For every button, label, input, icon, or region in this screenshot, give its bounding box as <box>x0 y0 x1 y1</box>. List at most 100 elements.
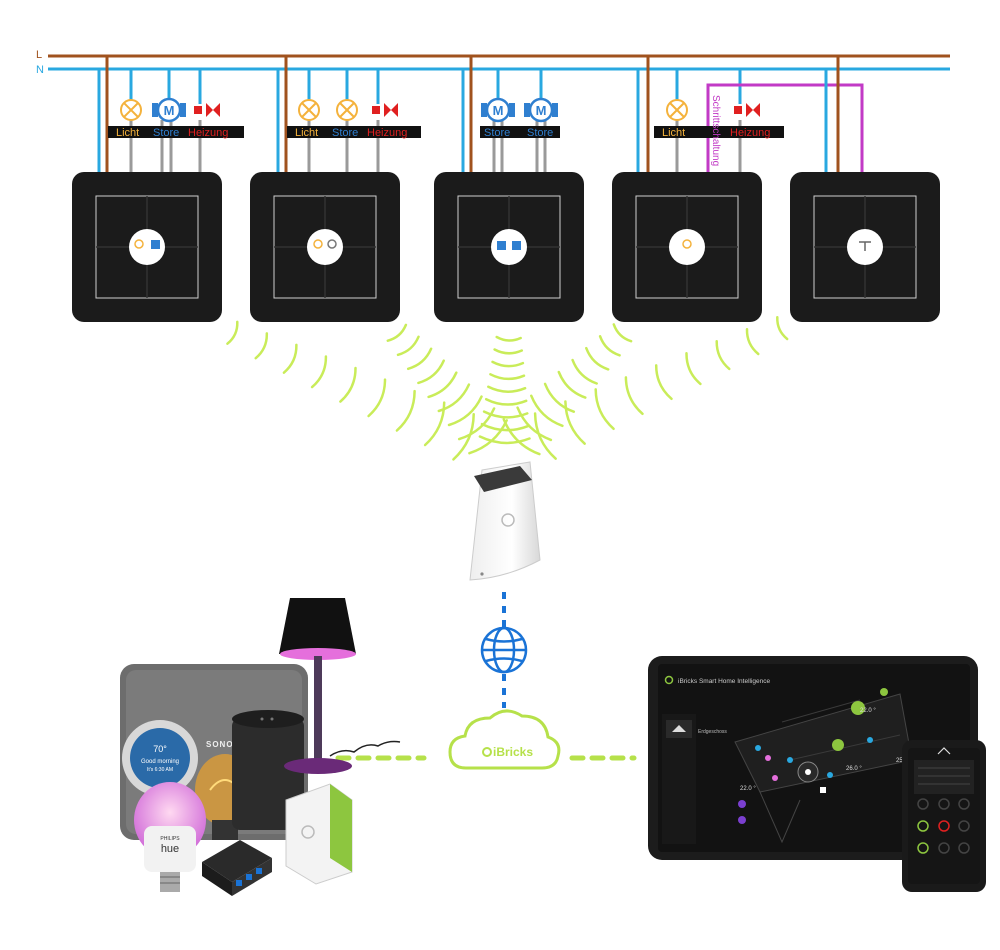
load-symbols: M M M Licht Store Heizung Licht Store He… <box>108 95 784 166</box>
wall-switch-3 <box>434 172 584 322</box>
bulb-icon <box>134 239 144 249</box>
bulb-icon <box>327 239 337 249</box>
drop-wires <box>97 56 864 175</box>
stair-icon <box>859 241 871 251</box>
motor-symbol: M <box>164 103 175 118</box>
radio-wave-arc <box>367 378 387 418</box>
hue-brand: PHILIPS <box>160 836 180 842</box>
temp-readout: 26.0 ° <box>846 766 862 772</box>
ibricks-cloud: iBricks <box>448 709 561 770</box>
blind-label: Store <box>527 127 553 139</box>
motor-symbol: M <box>493 103 504 118</box>
lamp-icon <box>120 99 688 121</box>
radio-wave-arc <box>395 389 416 432</box>
radio-wave-arc <box>502 418 541 456</box>
radio-wave-arc <box>447 395 483 427</box>
radio-wave-arc <box>745 327 760 356</box>
echo-time: It's 6:30 AM <box>147 767 173 773</box>
radio-wave-arc <box>437 383 471 413</box>
radio-wave-arc <box>339 366 357 403</box>
heating-valve-icon <box>194 103 760 117</box>
radio-wave-arc <box>406 347 433 371</box>
app-logo-icon <box>664 675 674 685</box>
radio-wave-arc <box>654 364 673 401</box>
blind-label: Store <box>484 127 510 139</box>
blind-icon <box>151 240 160 249</box>
radio-wave-arc <box>564 400 586 445</box>
blind-icon <box>512 241 521 250</box>
bulb-icon <box>313 239 323 249</box>
radio-wave-arc <box>491 360 525 368</box>
temp-readout: 25 <box>896 758 903 764</box>
radio-wave-arc <box>226 320 239 345</box>
radio-wave-arc <box>484 397 528 406</box>
motor-symbol: M <box>536 103 547 118</box>
switch-panels <box>72 172 940 322</box>
cloud-logo-icon <box>482 747 492 757</box>
light-label: Licht <box>116 127 139 139</box>
radio-wave-arc <box>557 370 587 399</box>
bulb-icon <box>682 239 692 249</box>
bus-wires: L N <box>36 49 950 76</box>
app-title: iBricks Smart Home Intelligence <box>678 678 770 685</box>
radio-wave-arc <box>571 358 598 385</box>
radio-waves <box>226 315 789 461</box>
temp-readout: 22.0 ° <box>740 786 756 792</box>
radio-wave-arc <box>478 435 531 445</box>
motor-icon <box>152 97 558 123</box>
radio-wave-arc <box>427 371 458 399</box>
radio-wave-arc <box>254 332 269 360</box>
radio-wave-arc <box>594 388 615 431</box>
radio-wave-arc <box>487 385 527 393</box>
radio-wave-arc <box>452 412 475 461</box>
radio-wave-arc <box>530 394 564 428</box>
heating-label: Heizung <box>730 127 770 139</box>
home-icon <box>937 747 951 755</box>
hue-label: hue <box>161 843 179 855</box>
blind-icon <box>497 241 506 250</box>
cloud-label: iBricks <box>493 745 533 759</box>
radio-wave-arc <box>282 343 298 374</box>
light-label: Licht <box>662 127 685 139</box>
radio-wave-arc <box>495 335 522 342</box>
light-label: Licht <box>295 127 318 139</box>
wall-switch-2 <box>250 172 400 322</box>
home-icon <box>672 725 686 732</box>
echo-greeting: Good morning <box>141 759 179 765</box>
radio-wave-arc <box>480 422 530 432</box>
heating-label: Heizung <box>367 127 407 139</box>
radio-wave-arc <box>423 401 446 447</box>
radio-wave-arc <box>493 348 524 355</box>
radio-wave-arc <box>624 376 644 416</box>
radio-wave-arc <box>543 382 576 413</box>
temp-readout: 22.0 ° <box>860 708 876 714</box>
sonos-label: SONOS <box>206 740 240 749</box>
radio-wave-arc <box>457 407 496 441</box>
relay-module <box>202 840 272 896</box>
radio-wave-arc <box>386 323 408 342</box>
hue-bulb: PHILIPS hue <box>134 782 206 892</box>
wall-switch-1 <box>72 172 222 322</box>
radio-wave-arc <box>482 410 529 419</box>
radio-wave-arc <box>396 335 420 357</box>
echo-show-device: 70° Good morning It's 6:30 AM <box>122 720 198 796</box>
gateway-logo-icon <box>501 513 515 527</box>
wall-switch-5 <box>790 172 940 322</box>
radio-wave-arc <box>585 346 610 371</box>
third-party-devices: SONOS 70° Good morning It's 6:30 AM <box>120 598 356 896</box>
wall-switch-4 <box>612 172 762 322</box>
staircase-switch-label: Schrittschaltung <box>710 95 721 166</box>
radio-wave-arc <box>685 352 702 386</box>
line-label: L <box>36 49 42 61</box>
radio-wave-arc <box>468 419 508 455</box>
radio-wave-arc <box>533 412 557 460</box>
radio-wave-arc <box>417 359 445 385</box>
radio-wave-arc <box>715 340 731 371</box>
table-lamp <box>279 598 356 774</box>
radio-wave-arc <box>598 335 621 357</box>
blind-label: Store <box>332 127 358 139</box>
smartphone <box>902 740 986 892</box>
floor-nav-item: Erdgeschoss <box>698 729 727 735</box>
neutral-label: N <box>36 64 44 76</box>
